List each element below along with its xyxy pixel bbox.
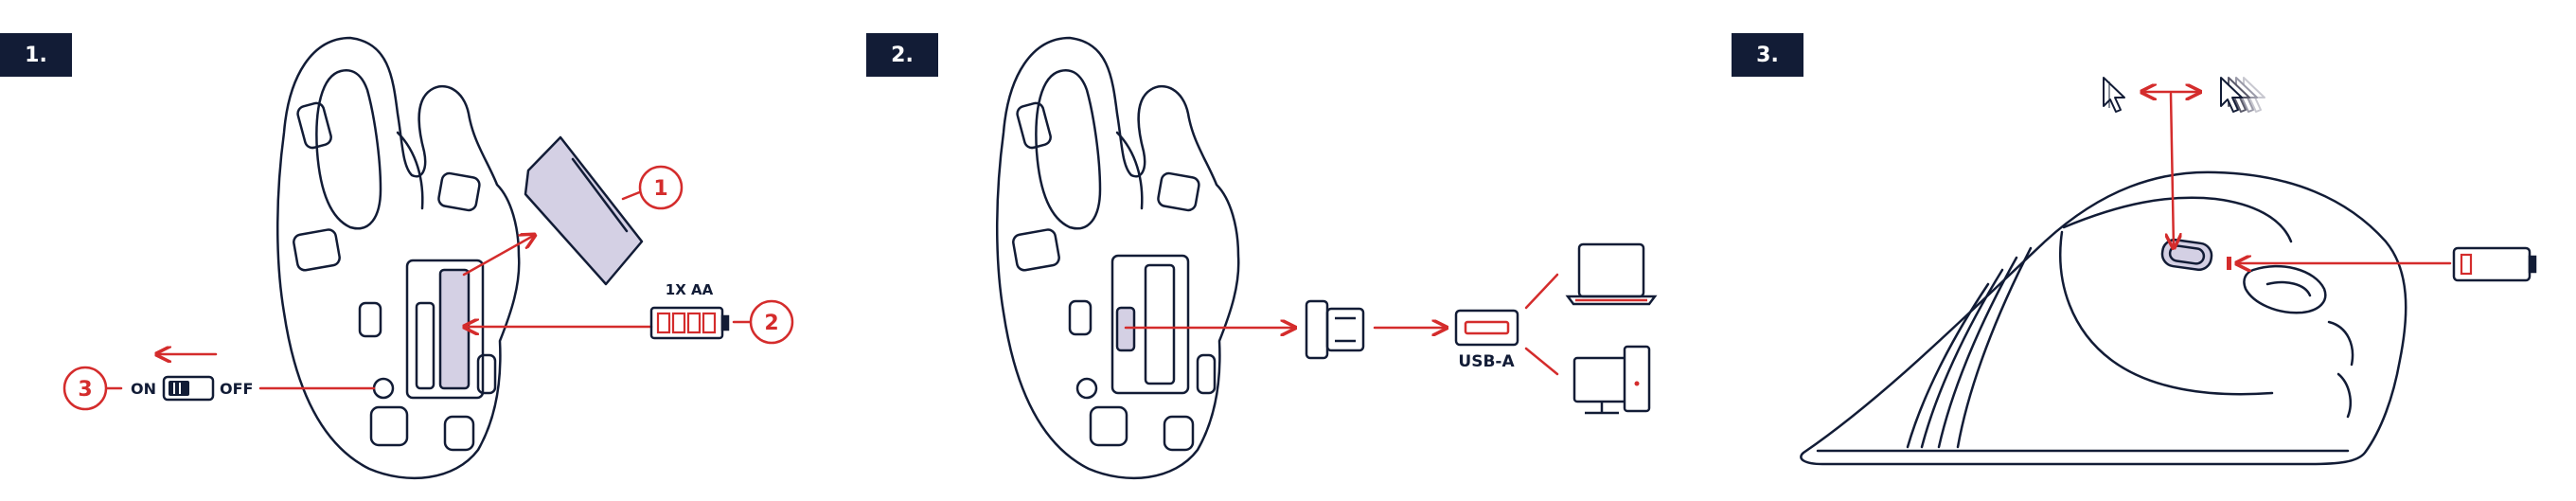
cover-icon xyxy=(525,137,642,284)
laptop-icon xyxy=(1568,244,1655,304)
mouse-top-ridge xyxy=(2064,198,2291,242)
grip-line xyxy=(1908,284,1988,447)
power-switch-dot xyxy=(374,379,393,398)
dpi-pointer-line xyxy=(2171,94,2174,248)
step-1-panel xyxy=(277,38,642,478)
foot-pad xyxy=(1012,228,1060,271)
usb-a-label: USB-A xyxy=(1458,352,1515,371)
step-3-panel xyxy=(1801,172,2406,464)
battery-slot xyxy=(1146,265,1174,384)
foot-pad xyxy=(296,101,333,150)
cursor-icon xyxy=(2104,78,2124,112)
receiver-slot xyxy=(1117,308,1134,350)
foot-pad xyxy=(1091,407,1127,445)
scroll-wheel-inner xyxy=(2267,282,2310,295)
mouse-thumb-cutout xyxy=(1036,70,1100,228)
status-led xyxy=(2227,257,2231,270)
switch-off-label: OFF xyxy=(220,380,253,398)
receiver-icon xyxy=(1306,301,1363,358)
battery-slot xyxy=(440,270,469,388)
low-battery-icon xyxy=(2454,248,2535,280)
desktop-icon xyxy=(1574,347,1649,413)
foot-pad xyxy=(1198,355,1215,393)
switch-on-label: ON xyxy=(131,380,156,398)
callout-3-number: 3 xyxy=(78,378,92,402)
power-switch-dot xyxy=(1077,379,1096,398)
switch-icon xyxy=(164,377,213,400)
foot-pad xyxy=(1164,417,1193,450)
sensor-window xyxy=(1070,301,1091,334)
callout-1-number: 1 xyxy=(653,177,667,201)
foot-pad xyxy=(293,228,341,271)
foot-pad xyxy=(1157,172,1199,211)
multi-cursor-icon xyxy=(2221,78,2265,112)
sensor-window xyxy=(360,303,381,336)
foot-pad xyxy=(437,172,480,211)
port-to-desktop-line xyxy=(1526,349,1557,374)
battery-spec-label: 1X AA xyxy=(666,281,714,298)
grip-line xyxy=(1922,270,2002,447)
step-2-panel xyxy=(997,38,1238,478)
foot-pad xyxy=(478,355,495,393)
port-to-laptop-line xyxy=(1526,275,1557,308)
usb-port-icon xyxy=(1456,311,1518,345)
foot-pad xyxy=(371,407,407,445)
foot-pad xyxy=(445,417,473,450)
dpi-button-icon xyxy=(2160,239,2212,272)
callout-1-leader xyxy=(623,191,642,199)
cover-removal-arrow xyxy=(464,235,535,275)
grip-line xyxy=(1958,248,2031,447)
mouse-thumb-cutout xyxy=(316,70,381,228)
callout-2-number: 2 xyxy=(764,312,778,335)
foot-pad xyxy=(1016,101,1053,150)
receiver-slot xyxy=(417,303,434,388)
side-button xyxy=(2338,374,2351,417)
scroll-wheel xyxy=(2244,266,2325,313)
side-button xyxy=(2329,322,2353,365)
grip-line xyxy=(1939,258,2016,447)
battery-icon xyxy=(651,308,728,338)
mouse-side-outline xyxy=(1801,172,2406,464)
battery-cells xyxy=(658,313,715,332)
